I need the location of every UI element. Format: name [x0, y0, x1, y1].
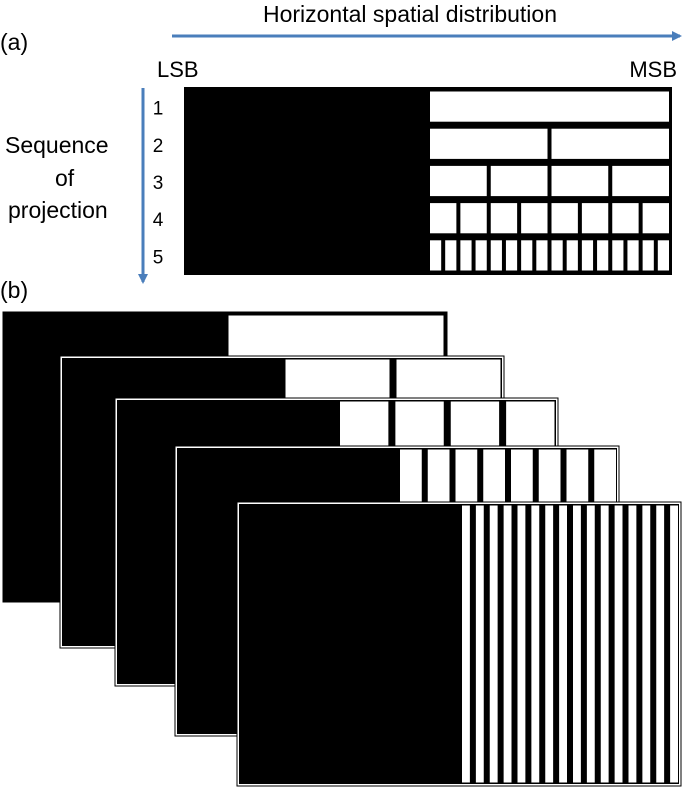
pattern-grid-border — [184, 87, 672, 275]
pattern-white-stripe — [580, 239, 595, 272]
frame-white-stripe — [516, 504, 527, 784]
frame-white-stripe — [655, 504, 666, 784]
pattern-white-stripe — [474, 239, 488, 272]
frame-white-stripe — [585, 504, 596, 784]
pattern-white-stripe — [596, 239, 610, 272]
sequence-label-line-1: Sequence — [5, 132, 109, 158]
pattern-white-stripe — [520, 202, 549, 235]
pattern-white-stripe — [429, 202, 458, 235]
pattern-white-stripe — [429, 127, 549, 160]
projected-frame-border — [236, 501, 682, 787]
row-number-label: 1 — [153, 99, 164, 120]
frame-white-stripe — [669, 504, 679, 784]
pattern-white-stripe — [429, 90, 670, 123]
pattern-white-stripe — [611, 164, 670, 198]
projected-frame-edge — [237, 502, 681, 786]
row-number-label: 3 — [153, 173, 164, 194]
msb-label: MSB — [629, 57, 677, 82]
pattern-grid — [184, 87, 672, 275]
pattern-white-stripe — [444, 239, 458, 272]
pattern-white-stripe — [565, 239, 579, 272]
pattern-white-stripe — [535, 239, 549, 272]
frame-white-stripe — [599, 504, 610, 784]
pattern-white-stripe — [429, 164, 488, 198]
sequence-label-line-3: projection — [8, 197, 108, 223]
pattern-white-stripe — [550, 239, 564, 272]
pattern-white-stripe — [626, 239, 640, 272]
pattern-white-stripe — [611, 202, 640, 235]
frame-white-stripe — [641, 504, 652, 784]
frame-white-stripe — [572, 504, 582, 784]
frame-white-stripe — [502, 504, 513, 784]
pattern-white-stripe — [550, 127, 670, 160]
frame-white-stripe — [558, 504, 568, 784]
pattern-white-stripe — [550, 164, 610, 198]
pattern-white-stripe — [580, 202, 610, 235]
pattern-white-stripe — [459, 239, 473, 272]
panel-b-label: (b) — [0, 277, 28, 303]
row-labels: 1 2 3 4 5 — [153, 99, 164, 269]
pattern-white-stripe — [489, 164, 549, 198]
projected-frames-stack — [2, 311, 682, 787]
frame-white-stripe — [627, 504, 638, 784]
pattern-white-stripe — [459, 202, 488, 235]
frame-white-stripe — [544, 504, 555, 784]
frame-white-stripe — [488, 504, 499, 784]
axis-title: Horizontal spatial distribution — [263, 1, 557, 27]
pattern-white-stripe — [641, 239, 655, 272]
frame-white-stripe — [530, 504, 541, 784]
panel-a-label: (a) — [0, 29, 28, 55]
pattern-white-stripe — [429, 239, 443, 272]
pattern-white-stripe — [504, 239, 519, 272]
pattern-white-stripe — [489, 239, 503, 272]
pattern-white-stripe — [520, 239, 534, 272]
row-number-label: 4 — [153, 210, 164, 231]
lsb-label: LSB — [157, 57, 199, 82]
sequence-label-line-2: of — [55, 165, 75, 191]
frame-white-stripe — [474, 504, 485, 784]
frame-white-stripe — [613, 504, 624, 784]
row-number-label: 2 — [153, 136, 164, 157]
pattern-white-stripe — [641, 202, 670, 235]
pattern-white-stripe — [489, 202, 519, 235]
pattern-white-stripe — [550, 202, 579, 235]
row-number-label: 5 — [153, 247, 164, 268]
pattern-white-stripe — [611, 239, 625, 272]
frame-white-stripe — [461, 504, 471, 784]
pattern-white-stripe — [656, 239, 670, 272]
